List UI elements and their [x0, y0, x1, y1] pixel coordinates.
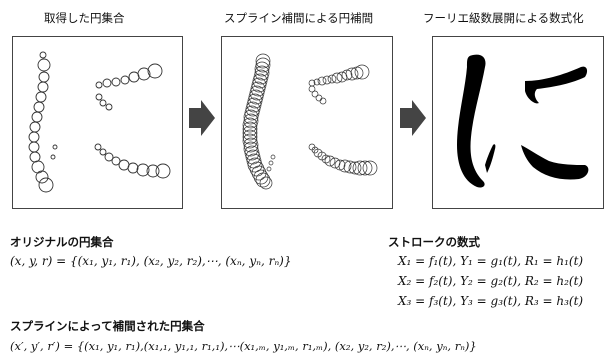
arrow-right-icon [400, 100, 426, 136]
fourier-glyph-figure [457, 54, 589, 188]
arrow-right-icon [189, 100, 215, 136]
original-set-heading: オリジナルの円集合 [10, 235, 114, 249]
stroke-formula-heading: ストロークの数式 [388, 235, 480, 249]
original-set-formula: (x, y, r) = {(x₁, y₁, r₁), (x₂, y₂, r₂),… [10, 254, 292, 268]
stroke-formula-3: X₃ = f₃(t), Y₃ = g₃(t), R₃ = h₃(t) [398, 294, 584, 308]
spline-set-heading: スプラインによって補間された円集合 [10, 319, 205, 333]
stroke-formula-1: X₁ = f₁(t), Y₁ = g₁(t), R₁ = h₁(t) [398, 254, 584, 268]
original-circles-panel [12, 36, 183, 209]
original-circles-figure [28, 51, 171, 193]
stroke-formula-2: X₂ = f₂(t), Y₂ = g₂(t), R₂ = h₂(t) [398, 274, 584, 288]
spline-circles-figure [242, 53, 378, 190]
left-panel-title: 取得した円集合 [44, 11, 125, 25]
fourier-glyph-panel [432, 36, 604, 209]
middle-panel-title: スプライン補間による円補間 [224, 11, 374, 25]
right-panel-title: フーリエ級数展開による数式化 [423, 11, 584, 25]
spline-circles-panel [221, 36, 393, 209]
spline-set-formula: (x′, y′, r′) = {(x₁, y₁, r₁),(x₁,₁, y₁,₁… [10, 339, 477, 353]
